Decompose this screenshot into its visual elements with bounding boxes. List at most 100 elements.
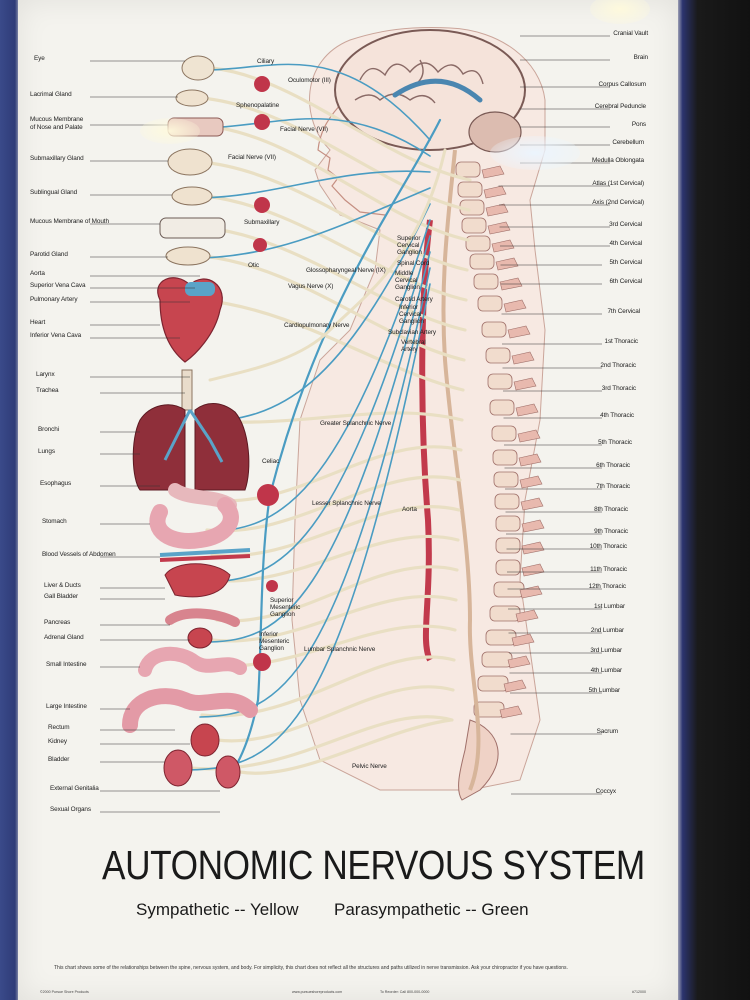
label-inferior-mesenteric-3: Ganglion xyxy=(259,645,284,652)
vertebra-process xyxy=(511,351,535,365)
nerve-fiber xyxy=(200,298,465,392)
vertebra-process xyxy=(521,563,545,577)
poster-title: AUTONOMIC NERVOUS SYSTEM xyxy=(102,842,645,888)
label-otic: Otic xyxy=(248,262,259,269)
label-superior-mesenteric-1: Superior xyxy=(270,597,294,604)
nerve-fiber xyxy=(199,187,431,259)
ganglia xyxy=(253,76,279,671)
vertebra xyxy=(495,537,521,554)
vertebra-process xyxy=(507,655,531,669)
vertebra-process xyxy=(521,519,545,533)
vertebra-process xyxy=(499,705,523,719)
adrenal-kidney-organ xyxy=(187,627,213,649)
vertebra xyxy=(485,629,517,646)
label-superior-cervical-1: Superior xyxy=(397,235,421,242)
label-2nd-thoracic: 2nd Thoracic xyxy=(600,362,636,369)
label-sphenopalatine: Sphenopalatine xyxy=(236,102,280,109)
label-submaxillary-ganglion: Submaxillary xyxy=(244,219,280,226)
label-facial-nerve-1: Facial Nerve (VII) xyxy=(280,126,328,133)
cerebellum xyxy=(468,111,522,153)
poster-reorder: To Reorder: Call 800-000-0000 xyxy=(380,990,430,994)
nerve-fiber xyxy=(201,170,431,199)
label-10th-thoracic: 10th Thoracic xyxy=(589,543,627,550)
mouth-mucosa-organ xyxy=(159,217,226,239)
label-vertebral-artery-1: Vertebral xyxy=(401,339,426,346)
vertebra xyxy=(495,515,521,532)
nerve-fiber xyxy=(238,718,453,775)
label-small-intestine: Small Intestine xyxy=(46,661,87,668)
nose-mucosa-organ xyxy=(167,117,224,137)
vertebra xyxy=(495,559,521,576)
label-inferior-cervical-1: Inferior xyxy=(399,304,419,311)
label-stomach: Stomach xyxy=(42,518,67,525)
kidney-organ xyxy=(190,723,220,757)
vertebra xyxy=(494,493,520,510)
trachea-organ xyxy=(181,369,193,411)
label-inferior-mesenteric-1: Inferior xyxy=(259,631,279,638)
label-nose-palate: of Nose and Palate xyxy=(30,124,83,131)
vertebra-process xyxy=(513,377,537,391)
poster-footnote: This chart shows some of the relationshi… xyxy=(54,965,568,971)
label-5th-cervical: 5th Cervical xyxy=(609,259,642,266)
label-6th-cervical: 6th Cervical xyxy=(609,278,642,285)
label-3rd-lumbar: 3rd Lumbar xyxy=(590,647,622,654)
genitalia-organ xyxy=(215,755,241,789)
large-intestine-organ xyxy=(122,688,258,733)
liver-organ xyxy=(164,563,231,598)
pancreas-organ xyxy=(165,608,240,627)
nerve-fiber xyxy=(209,251,431,643)
label-coccyx: Coccyx xyxy=(595,788,616,795)
label-corpus-callosum: Corpus Callosum xyxy=(598,81,646,88)
nerve-fiber xyxy=(230,118,442,774)
label-inferior-vena-cava: Inferior Vena Cava xyxy=(30,332,82,339)
sublingual-gland-organ xyxy=(171,186,213,206)
submaxillary-gland-organ xyxy=(167,148,213,176)
vertebra-process xyxy=(520,497,544,511)
abdominal-vessels xyxy=(159,548,251,562)
label-pancreas: Pancreas xyxy=(44,619,71,626)
vertebra xyxy=(493,471,519,488)
label-inferior-cervical-2: Cervical xyxy=(399,311,422,318)
label-oculomotor: Oculomotor (III) xyxy=(288,77,331,84)
label-brain: Brain xyxy=(633,54,649,61)
vertebra xyxy=(493,581,525,598)
legend-sympathetic: Sympathetic -- Yellow xyxy=(136,900,299,919)
vertebra-process xyxy=(515,403,539,417)
vertebra-process xyxy=(485,203,509,217)
label-middle-cervical-3: Ganglion xyxy=(395,284,420,291)
label-blood-vessels-abdomen: Blood Vessels of Abdomen xyxy=(42,551,116,558)
label-ciliary: Ciliary xyxy=(257,58,275,65)
label-facial-nerve-2: Facial Nerve (VII) xyxy=(228,154,276,161)
label-superior-cervical-3: Ganglion xyxy=(397,249,422,256)
vertebra xyxy=(461,217,487,234)
vertebra xyxy=(457,181,483,198)
nerve-fiber xyxy=(208,148,447,382)
heart-organ xyxy=(157,277,223,363)
label-3rd-cervical: 3rd Cervical xyxy=(609,221,642,228)
vertebra xyxy=(481,321,507,338)
vertebra xyxy=(487,373,513,390)
label-carotid-artery: Carotid Artery xyxy=(395,296,433,303)
label-subclavian-artery: Subclavian Artery xyxy=(388,329,437,336)
label-kidney: Kidney xyxy=(48,738,67,745)
vertebra-process xyxy=(511,633,535,647)
label-4th-thoracic: 4th Thoracic xyxy=(600,412,634,419)
nerve-fiber xyxy=(202,194,468,302)
label-lumbar-splanchnic-nerve: Lumbar Splanchnic Nerve xyxy=(304,646,376,653)
label-middle-cervical-1: Middle xyxy=(395,270,414,277)
label-3rd-thoracic: 3rd Thoracic xyxy=(601,385,636,392)
vertebra-process xyxy=(518,453,542,467)
nerve-fiber xyxy=(200,160,469,272)
label-rectum: Rectum xyxy=(48,724,70,731)
label-inferior-cervical-3: Ganglion xyxy=(399,318,424,325)
eye-organ xyxy=(181,55,215,81)
label-adrenal-gland: Adrenal Gland xyxy=(44,634,84,641)
label-vagus-nerve: Vagus Nerve (X) xyxy=(288,283,334,290)
bladder-organ xyxy=(163,749,193,787)
label-11th-thoracic: 11th Thoracic xyxy=(590,566,627,573)
vertebra xyxy=(455,161,481,178)
label-aorta-inner: Aorta xyxy=(402,506,417,513)
nerve-fiber xyxy=(210,594,458,643)
